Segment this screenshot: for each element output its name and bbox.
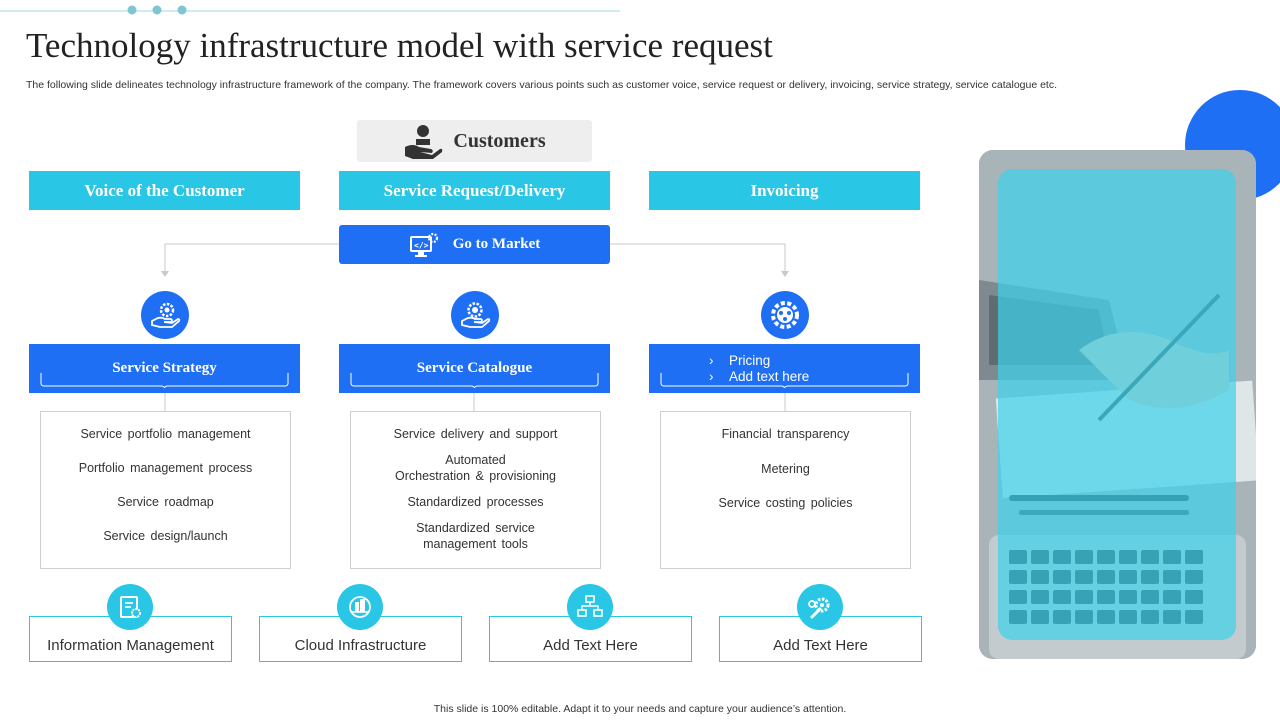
go-to-market-box: </> Go to Market [339, 225, 610, 264]
brace-decoration [40, 373, 289, 388]
list-item: Automated Orchestration & provisioning [394, 453, 557, 483]
customers-label: Customers [453, 129, 546, 152]
footer-note: This slide is 100% editable. Adapt it to… [433, 703, 847, 715]
list-item: Standardized processes [407, 495, 544, 509]
top-decoration [0, 5, 620, 15]
service-strategy-list: Service portfolio management Portfolio m… [40, 411, 291, 569]
service-strategy-label: Service Strategy [112, 360, 217, 376]
bottom-item-label: Information Management [47, 636, 214, 654]
photo-color-overlay [998, 169, 1236, 640]
bottom-item-label: Cloud Infrastructure [294, 636, 427, 654]
header-service-request: Service Request/Delivery [339, 171, 610, 210]
list-item: Service portfolio management [80, 427, 251, 441]
customers-box: Customers [357, 120, 592, 162]
svg-text:</>: </> [414, 241, 429, 250]
list-item: Portfolio management process [78, 461, 253, 475]
pricing-list: Financial transparency Metering Service … [660, 411, 911, 569]
service-catalogue-list: Service delivery and support Automated O… [350, 411, 601, 569]
bullet-item: ›Pricing [709, 353, 771, 368]
bottom-item-cloud-infrastructure: Cloud Infrastructure [259, 616, 462, 662]
header-voice-of-customer: Voice of the Customer [29, 171, 300, 210]
pricing-bullets: ›Pricing ›Add text here [709, 353, 809, 385]
bullet-item: ›Add text here [709, 369, 810, 384]
list-item: Metering [761, 462, 810, 476]
header-pricing: ›Pricing ›Add text here [649, 344, 920, 393]
gear-hand-icon [141, 291, 189, 339]
list-item: Service design/launch [103, 529, 228, 543]
bottom-item-add-text-2: Add Text Here [719, 616, 922, 662]
header-service-catalogue: Service Catalogue [339, 344, 610, 393]
brace-decoration [660, 373, 909, 388]
code-gear-monitor-icon: </> [409, 232, 438, 257]
network-computers-icon [567, 584, 613, 630]
bottom-item-label: Add Text Here [773, 636, 868, 654]
header-service-strategy: Service Strategy [29, 344, 300, 393]
list-item: Service delivery and support [393, 427, 558, 441]
connector-lines [161, 243, 789, 411]
handshake-icon [405, 125, 443, 159]
document-gear-icon [107, 584, 153, 630]
service-catalogue-label: Service Catalogue [416, 360, 533, 376]
bottom-item-label: Add Text Here [543, 636, 638, 654]
list-item: Standardized service management tools [416, 521, 535, 551]
list-item: Service costing policies [718, 496, 853, 510]
page-subtitle: The following slide delineates technolog… [26, 79, 1058, 91]
bullet-pricing: Pricing [729, 353, 771, 368]
header-invoicing: Invoicing [649, 171, 920, 210]
go-to-market-label: Go to Market [452, 236, 541, 252]
list-item: Service roadmap [117, 495, 214, 509]
wrench-gear-icon [797, 584, 843, 630]
gear-hand-icon [451, 291, 499, 339]
page-title: Technology infrastructure model with ser… [26, 26, 773, 65]
bottom-item-add-text-1: Add Text Here [489, 616, 692, 662]
list-item: Financial transparency [721, 427, 850, 441]
bullet-add-text: Add text here [729, 369, 810, 384]
brace-decoration [350, 373, 599, 388]
building-cloud-icon [337, 584, 383, 630]
gear-network-icon [761, 291, 809, 339]
